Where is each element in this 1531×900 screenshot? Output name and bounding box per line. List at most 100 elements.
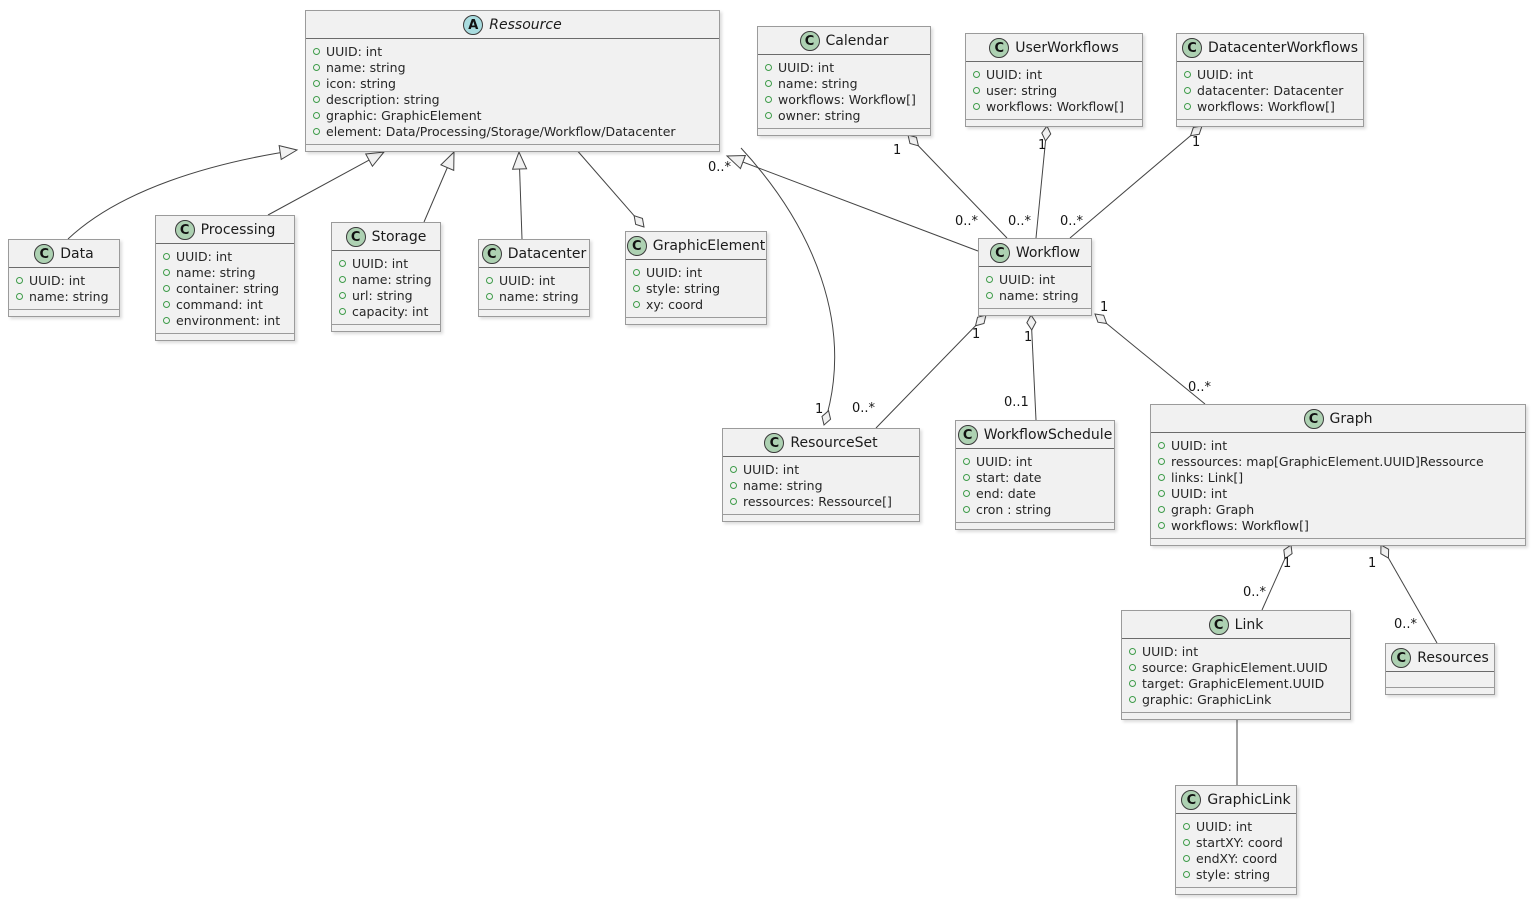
- attribute-row: endXY: coord: [1183, 850, 1289, 866]
- attribute-text: ressources: Ressource[]: [743, 493, 892, 509]
- attribute-row: name: string: [730, 477, 912, 493]
- visibility-public-icon: [1184, 102, 1191, 110]
- visibility-public-icon: [765, 111, 772, 119]
- class-icon: C: [481, 243, 502, 264]
- class-footer: [1122, 712, 1350, 719]
- attribute-row: UUID: int: [1158, 437, 1518, 453]
- attribute-row: UUID: int: [1129, 643, 1343, 659]
- multiplicity-label: 0..*: [852, 401, 876, 416]
- visibility-public-icon: [163, 252, 170, 260]
- attribute-row: workflows: Workflow[]: [1184, 98, 1356, 114]
- attribute-text: startXY: coord: [1196, 834, 1283, 850]
- visibility-public-icon: [963, 473, 970, 481]
- attribute-text: UUID: int: [176, 248, 233, 264]
- visibility-public-icon: [765, 95, 772, 103]
- visibility-public-icon: [313, 127, 320, 135]
- attribute-text: UUID: int: [976, 453, 1033, 469]
- attribute-row: UUID: int: [963, 453, 1107, 469]
- attribute-row: container: string: [163, 280, 287, 296]
- attribute-row: UUID: int: [339, 255, 433, 271]
- attribute-row: icon: string: [313, 75, 712, 91]
- visibility-public-icon: [1183, 870, 1190, 878]
- class-title: C Data: [9, 240, 119, 268]
- attribute-row: name: string: [986, 287, 1084, 303]
- multiplicity-label: 1: [972, 327, 981, 342]
- attribute-text: name: string: [176, 264, 256, 280]
- visibility-public-icon: [1158, 473, 1165, 481]
- class-title: C Calendar: [758, 27, 930, 55]
- attribute-text: UUID: int: [326, 43, 383, 59]
- class-name: Datacenter: [507, 245, 587, 262]
- class-name: Data: [60, 245, 94, 262]
- attribute-text: UUID: int: [352, 255, 409, 271]
- attribute-text: workflows: Workflow[]: [1197, 98, 1335, 114]
- attribute-text: url: string: [352, 287, 413, 303]
- attribute-row: UUID: int: [486, 272, 582, 288]
- class-footer: [723, 514, 919, 521]
- class-footer: [1151, 538, 1525, 545]
- visibility-public-icon: [986, 275, 993, 283]
- multiplicity-label: 1: [893, 143, 902, 158]
- attribute-text: style: string: [646, 280, 721, 296]
- class-box-resources: C Resources: [1385, 643, 1495, 695]
- attribute-text: name: string: [999, 287, 1079, 303]
- visibility-public-icon: [1158, 489, 1165, 497]
- multiplicity-label: 1: [1283, 556, 1292, 571]
- visibility-public-icon: [730, 465, 737, 473]
- multiplicity-label: 0..*: [1188, 380, 1212, 395]
- visibility-public-icon: [313, 95, 320, 103]
- attribute-text: xy: coord: [646, 296, 704, 312]
- attribute-row: end: date: [963, 485, 1107, 501]
- edge-datacenterworkflows-workflow-aggregation: [1069, 125, 1203, 239]
- attribute-text: environment: int: [176, 312, 281, 328]
- attribute-text: name: string: [778, 75, 858, 91]
- visibility-public-icon: [633, 284, 640, 292]
- visibility-public-icon: [486, 292, 493, 300]
- class-title: C DatacenterWorkflows: [1177, 34, 1363, 62]
- visibility-public-icon: [313, 111, 320, 119]
- class-footer: [9, 309, 119, 316]
- class-icon: C: [1303, 408, 1324, 429]
- class-footer: [479, 309, 589, 316]
- class-name: Resources: [1417, 649, 1489, 666]
- attribute-text: element: Data/Processing/Storage/Workflo…: [326, 123, 676, 139]
- attribute-row: style: string: [633, 280, 759, 296]
- attribute-row: UUID: int: [765, 59, 923, 75]
- attribute-text: name: string: [352, 271, 432, 287]
- class-name: GraphicElement: [652, 237, 766, 254]
- attribute-text: name: string: [29, 288, 109, 304]
- class-name: Calendar: [825, 32, 889, 49]
- attribute-row: UUID: int: [313, 43, 712, 59]
- visibility-public-icon: [973, 70, 980, 78]
- attribute-row: command: int: [163, 296, 287, 312]
- visibility-public-icon: [1129, 679, 1136, 687]
- visibility-public-icon: [16, 276, 23, 284]
- edge-resourceset-ressource-aggregation: [740, 147, 836, 426]
- visibility-public-icon: [339, 259, 346, 267]
- multiplicity-label: 0..*: [1008, 214, 1032, 229]
- visibility-public-icon: [1184, 86, 1191, 94]
- class-title: C GraphicElement: [626, 232, 766, 260]
- multiplicity-label: 0..*: [1060, 214, 1084, 229]
- visibility-public-icon: [633, 268, 640, 276]
- class-name: GraphicLink: [1207, 791, 1291, 808]
- attribute-text: name: string: [743, 477, 823, 493]
- class-title: C GraphicLink: [1176, 786, 1296, 814]
- attribute-row: source: GraphicElement.UUID: [1129, 659, 1343, 675]
- multiplicity-label: 1: [1368, 556, 1377, 571]
- attribute-row: user: string: [973, 82, 1135, 98]
- edge-workflow-extends-ressource: [725, 154, 979, 252]
- class-icon: C: [1181, 789, 1202, 810]
- edge-graph-resources-aggregation: [1380, 544, 1438, 644]
- visibility-public-icon: [163, 316, 170, 324]
